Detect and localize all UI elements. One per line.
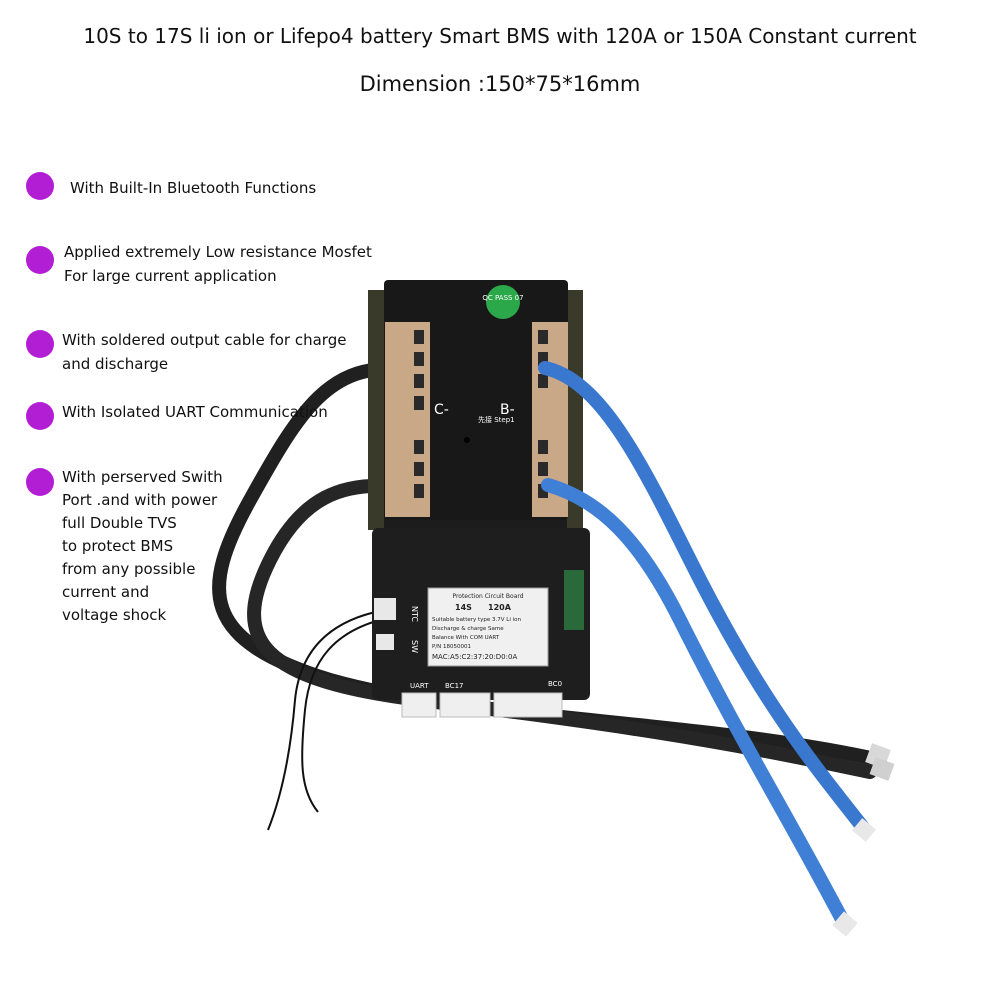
feature-bullet-4 <box>26 402 54 430</box>
label-discharge: Discharge & charge Same <box>432 626 504 632</box>
dimension-subtitle: Dimension :150*75*16mm <box>359 72 641 96</box>
label-battery-type: Suitable battery type 3.7V Li ion <box>432 617 522 623</box>
uart-port-label: UART <box>410 682 429 690</box>
feature-text-5: With perserved Swith Port .and with powe… <box>62 468 223 624</box>
feature-text-3: With soldered output cable for charge an… <box>62 331 347 373</box>
ntc-port-label: NTC <box>410 606 419 622</box>
bluetooth-module <box>564 570 584 630</box>
product-label <box>427 587 549 667</box>
black-cable-2 <box>247 478 877 779</box>
ntc-wire <box>267 609 386 831</box>
pad-b-label: B- <box>500 402 515 418</box>
bc17-connector <box>439 692 491 718</box>
step-label: 先接 Step1 <box>478 415 515 424</box>
bc0-port-label: BC0 <box>548 680 562 688</box>
label-current: 120A <box>488 603 512 612</box>
feature-text-2: Applied extremely Low resistance Mosfet … <box>64 243 372 285</box>
ntc-connector <box>374 598 396 620</box>
feature-bullet-3 <box>26 330 54 358</box>
page-title: 10S to 17S li ion or Lifepo4 battery Sma… <box>83 24 917 48</box>
feature-bullet-2 <box>26 246 54 274</box>
bc0-connector <box>493 692 563 718</box>
uart-connector <box>401 692 437 718</box>
label-mac: MAC:A5:C2:37:20:D0:0A <box>432 653 517 661</box>
feature-text-1: With Built-In Bluetooth Functions <box>70 179 317 197</box>
blue-cable-2 <box>541 478 852 932</box>
label-title: Protection Circuit Board <box>452 593 523 600</box>
label-balance: Balance With COM UART <box>432 635 500 641</box>
qc-pass-sticker <box>486 285 520 319</box>
label-series: 14S <box>455 603 472 612</box>
feature-bullet-5 <box>26 468 54 496</box>
pad-c-label: C- <box>434 402 449 418</box>
bc17-port-label: BC17 <box>445 682 463 690</box>
feature-bullet-1 <box>26 172 54 200</box>
feature-text-4: With Isolated UART Communication <box>62 403 328 421</box>
blue-cable-1 <box>538 361 872 837</box>
sw-connector <box>376 634 394 650</box>
qc-sticker-text: QC PASS 07 <box>482 294 523 302</box>
sw-port-label: SW <box>410 640 419 653</box>
label-pn: P/N 18050001 <box>432 644 471 650</box>
